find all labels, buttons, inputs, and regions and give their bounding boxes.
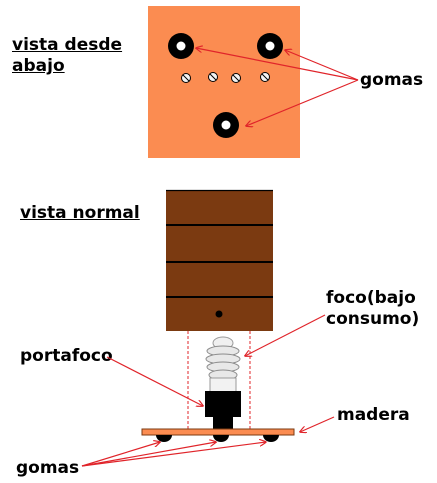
portafoco-label: portafoco xyxy=(20,346,113,366)
rubber-foot-icon xyxy=(213,435,229,442)
rubber-foot-icon xyxy=(213,112,239,138)
rubber-foot-icon xyxy=(168,33,194,59)
foco-label-line1: foco(bajo xyxy=(326,288,416,308)
wooden-base xyxy=(141,428,295,436)
gomas-label-top: gomas xyxy=(360,70,424,90)
screw-icon xyxy=(181,73,191,83)
wooden-cabinet xyxy=(166,189,273,331)
bottom-view-title-line1: vista desde xyxy=(12,35,123,55)
label-arrows xyxy=(106,314,335,432)
rubber-foot-icon xyxy=(257,33,283,59)
gomas-label-bottom: gomas xyxy=(16,458,80,478)
bottom-view-title-line2: abajo xyxy=(12,56,65,76)
foco-label-line2: consumo) xyxy=(326,309,420,329)
screw-icon xyxy=(260,72,270,82)
guide-lines xyxy=(187,331,251,430)
gomas-top-arrows xyxy=(196,48,359,126)
lamp-socket-icon xyxy=(205,391,241,429)
screw-icon xyxy=(231,73,241,83)
rubber-foot-icon xyxy=(263,435,279,442)
rubber-foot-icon xyxy=(156,435,172,442)
normal-view-title: vista normal xyxy=(20,203,140,223)
gomas-bottom-arrows xyxy=(81,442,266,467)
screw-icon xyxy=(208,72,218,82)
madera-label: madera xyxy=(337,405,410,425)
spiral-bulb-icon xyxy=(205,336,241,393)
